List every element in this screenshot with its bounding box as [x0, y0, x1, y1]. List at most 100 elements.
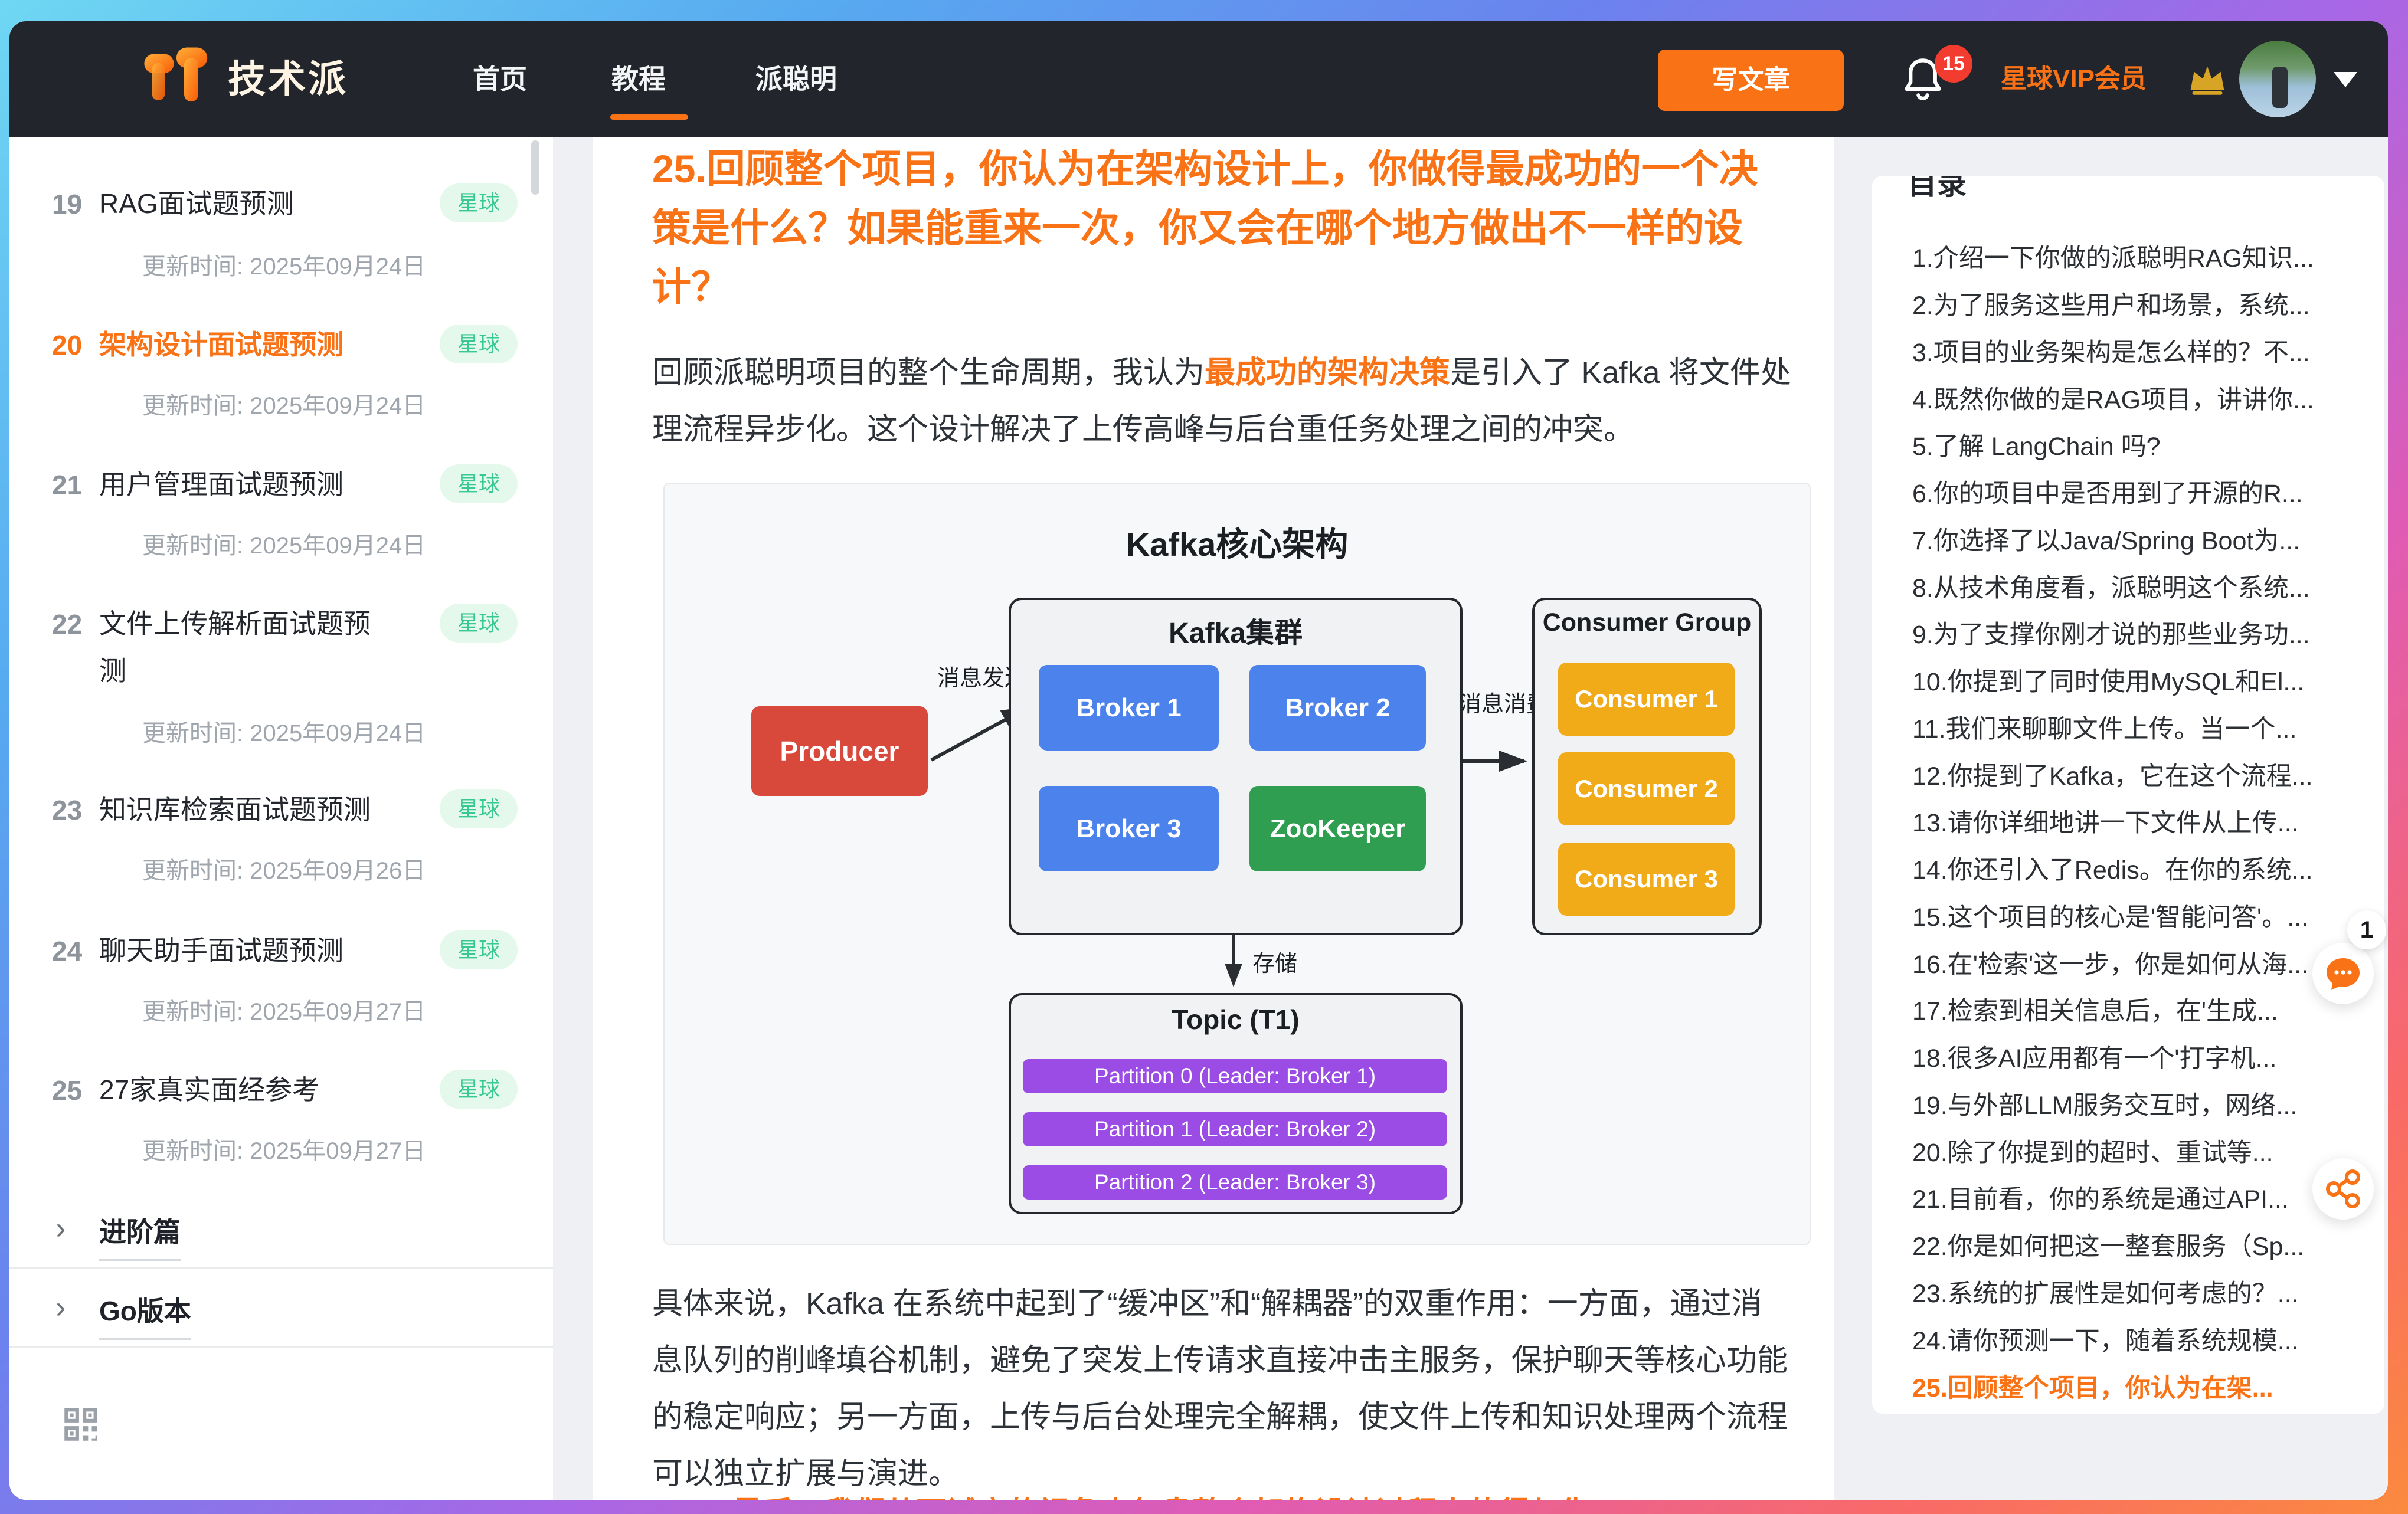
- toc-item-24[interactable]: 24.请你预测一下，随着系统规模...: [1912, 1327, 2299, 1355]
- toc-item-11[interactable]: 11.我们来聊聊文件上传。当一个...: [1912, 715, 2297, 743]
- toc-item-2[interactable]: 2.为了服务这些用户和场景，系统...: [1912, 291, 2310, 320]
- paragraph-text: 回顾派聪明项目的整个生命周期，我认为: [652, 356, 1205, 390]
- toc-item-18[interactable]: 18.很多AI应用都有一个'打字机...: [1912, 1044, 2277, 1073]
- question-heading: 25.回顾整个项目，你认为在架构设计上，你做得最成功的一个决策是什么？如果能重来…: [652, 147, 1758, 309]
- toc-item-1[interactable]: 1.介绍一下你做的派聪明RAG知识...: [1912, 244, 2314, 273]
- toc-item-22[interactable]: 22.你是如何把这一整套服务（Sp...: [1912, 1233, 2305, 1261]
- toc-item-25-active[interactable]: 25.回顾整个项目，你认为在架...: [1912, 1365, 2363, 1412]
- table-of-contents: 目录 1.介绍一下你做的派聪明RAG知识... 2.为了服务这些用户和场景，系统…: [1872, 176, 2384, 1414]
- article-panel: 25.回顾整个项目，你认为在架构设计上，你做得最成功的一个决策是什么？如果能重来…: [593, 137, 1834, 1500]
- toc-item-7[interactable]: 7.你选择了以Java/Spring Boot为...: [1912, 527, 2301, 555]
- lesson-number: 22: [52, 609, 83, 640]
- section-label[interactable]: Go版本: [99, 1290, 191, 1340]
- consumer-2-node: Consumer 2: [1558, 752, 1735, 825]
- navbar: 技术派 首页 教程 派聪明 写文章 15 星球VIP会员: [9, 21, 2388, 137]
- lesson-number: 24: [52, 936, 83, 966]
- toc-item-5[interactable]: 5.了解 LangChain 吗?: [1912, 432, 2161, 461]
- toc-item-12[interactable]: 12.你提到了Kafka，它在这个流程...: [1912, 762, 2313, 791]
- kafka-architecture-diagram: Kafka核心架构 消息发送 消息消费 存储 Producer Kafka集群 …: [663, 483, 1811, 1245]
- chevron-down-icon[interactable]: [2334, 72, 2357, 87]
- toc-header: 目录: [1908, 176, 1967, 201]
- toc-item-21[interactable]: 21.目前看，你的系统是通过API...: [1912, 1185, 2289, 1214]
- nav-link-paicongming[interactable]: 派聪明: [755, 64, 837, 94]
- broker-1-node: Broker 1: [1039, 665, 1219, 751]
- partition-0: Partition 0 (Leader: Broker 1): [1023, 1059, 1447, 1093]
- lesson-date: 更新时间: 2025年09月24日: [142, 720, 426, 746]
- app-window: 技术派 首页 教程 派聪明 写文章 15 星球VIP会员 19 RAG面试题预测: [9, 21, 2388, 1500]
- edge-label-store: 存储: [1252, 952, 1298, 976]
- bell-icon[interactable]: [1898, 54, 1948, 107]
- toc-item-17[interactable]: 17.检索到相关信息后，在'生成...: [1912, 997, 2278, 1025]
- lesson-title[interactable]: RAG面试题预测: [99, 188, 294, 219]
- divider: [9, 1267, 553, 1269]
- chevron-right-icon: ›: [55, 1290, 66, 1325]
- nav-link-home[interactable]: 首页: [473, 64, 527, 94]
- divider: [9, 1346, 553, 1348]
- toc-item-6[interactable]: 6.你的项目中是否用到了开源的R...: [1912, 480, 2303, 508]
- qr-code-icon[interactable]: [59, 1402, 103, 1446]
- share-button[interactable]: [2312, 1158, 2374, 1220]
- write-article-button[interactable]: 写文章: [1658, 50, 1844, 111]
- partition-1: Partition 1 (Leader: Broker 2): [1023, 1112, 1447, 1146]
- broker-2-node: Broker 2: [1249, 665, 1426, 751]
- section-label[interactable]: 进阶篇: [99, 1211, 181, 1261]
- lesson-number: 20: [52, 330, 83, 361]
- toc-item-4[interactable]: 4.既然你做的是RAG项目，讲讲你...: [1912, 386, 2314, 414]
- toc-item-23[interactable]: 23.系统的扩展性是如何考虑的？...: [1912, 1280, 2299, 1308]
- planet-badge: 星球: [440, 1070, 518, 1109]
- toc-item-8[interactable]: 8.从技术角度看，派聪明这个系统...: [1912, 574, 2310, 602]
- crown-icon: [2186, 59, 2229, 97]
- toc-item-label: 25.回顾整个项目，你认为在架...: [1912, 1374, 2273, 1402]
- lesson-title[interactable]: 27家真实面经参考: [99, 1074, 320, 1105]
- notification-badge: 15: [1935, 45, 1972, 83]
- lesson-title[interactable]: 聊天助手面试题预测: [99, 935, 343, 966]
- avatar[interactable]: [2239, 41, 2316, 117]
- paragraph-text: 是引入了 Kafka 将文件处理流程异步化。这个设计解决了上传高峰与后台重任务处…: [652, 356, 1791, 447]
- kafka-cluster-box: Kafka集群 Broker 1 Broker 2 Broker 3 ZooKe…: [1009, 598, 1463, 935]
- toc-item-16[interactable]: 16.在'检索'这一步，你是如何从海...: [1912, 951, 2309, 979]
- planet-badge: 星球: [440, 604, 518, 643]
- feedback-chat-button[interactable]: [2312, 943, 2374, 1004]
- highlighted-text: 最成功的架构决策: [1205, 356, 1451, 390]
- chat-count-badge: 1: [2347, 910, 2386, 949]
- partition-2: Partition 2 (Leader: Broker 3): [1023, 1165, 1447, 1200]
- sidebar-section-go[interactable]: › Go版本: [9, 1290, 553, 1343]
- toc-item-3[interactable]: 3.项目的业务架构是怎么样的？不...: [1912, 339, 2310, 367]
- consumer-3-node: Consumer 3: [1558, 843, 1735, 916]
- logo-text[interactable]: 技术派: [228, 58, 348, 100]
- lesson-date: 更新时间: 2025年09月27日: [142, 999, 426, 1025]
- toc-item-15[interactable]: 15.这个项目的核心是'智能问答'。...: [1912, 903, 2309, 932]
- lesson-title[interactable]: 知识库检索面试题预测: [99, 794, 371, 825]
- lesson-number: 25: [52, 1075, 83, 1106]
- active-tab-underline: [610, 114, 688, 120]
- lesson-title[interactable]: 文件上传解析面试题预测: [99, 608, 371, 686]
- toc-item-13[interactable]: 13.请你详细地讲一下文件从上传...: [1912, 809, 2299, 837]
- lesson-date: 更新时间: 2025年09月26日: [142, 858, 426, 884]
- clipped-next-text: 最后，我们从面试官的视角来复盘整个架构设计过程中的得与失。: [732, 1488, 1735, 1500]
- nav-link-tutorials[interactable]: 教程: [611, 64, 666, 94]
- lesson-date: 更新时间: 2025年09月24日: [142, 393, 426, 419]
- planet-badge: 星球: [440, 930, 518, 969]
- toc-item-10[interactable]: 10.你提到了同时使用MySQL和El...: [1912, 668, 2305, 696]
- sidebar-section-advanced[interactable]: › 进阶篇: [9, 1211, 553, 1264]
- toc-item-20[interactable]: 20.除了你提到的超时、重试等...: [1912, 1139, 2273, 1167]
- cluster-label: Kafka集群: [1169, 618, 1303, 649]
- consumer-group-box: Consumer Group Consumer 1 Consumer 2 Con…: [1532, 598, 1762, 935]
- lesson-number: 19: [52, 189, 83, 219]
- sidebar-scrollbar-thumb[interactable]: [531, 140, 539, 195]
- lesson-title[interactable]: 架构设计面试题预测: [99, 329, 343, 360]
- toc-item-9[interactable]: 9.为了支撑你刚才说的那些业务功...: [1912, 621, 2310, 649]
- lesson-date: 更新时间: 2025年09月24日: [142, 533, 426, 559]
- vip-member-link[interactable]: 星球VIP会员: [2001, 64, 2147, 93]
- topic-label: Topic (T1): [1172, 1004, 1300, 1035]
- planet-badge: 星球: [440, 464, 518, 503]
- lesson-sidebar: 19 RAG面试题预测 星球 更新时间: 2025年09月24日 20 架构设计…: [9, 137, 553, 1500]
- logo-icon[interactable]: [142, 44, 212, 114]
- lesson-number: 23: [52, 795, 83, 825]
- producer-node: Producer: [751, 706, 928, 796]
- toc-item-14[interactable]: 14.你还引入了Redis。在你的系统...: [1912, 856, 2313, 884]
- lesson-title[interactable]: 用户管理面试题预测: [99, 469, 343, 500]
- lesson-number: 21: [52, 470, 83, 500]
- toc-item-19[interactable]: 19.与外部LLM服务交互时，网络...: [1912, 1092, 2298, 1120]
- lesson-date: 更新时间: 2025年09月27日: [142, 1138, 426, 1164]
